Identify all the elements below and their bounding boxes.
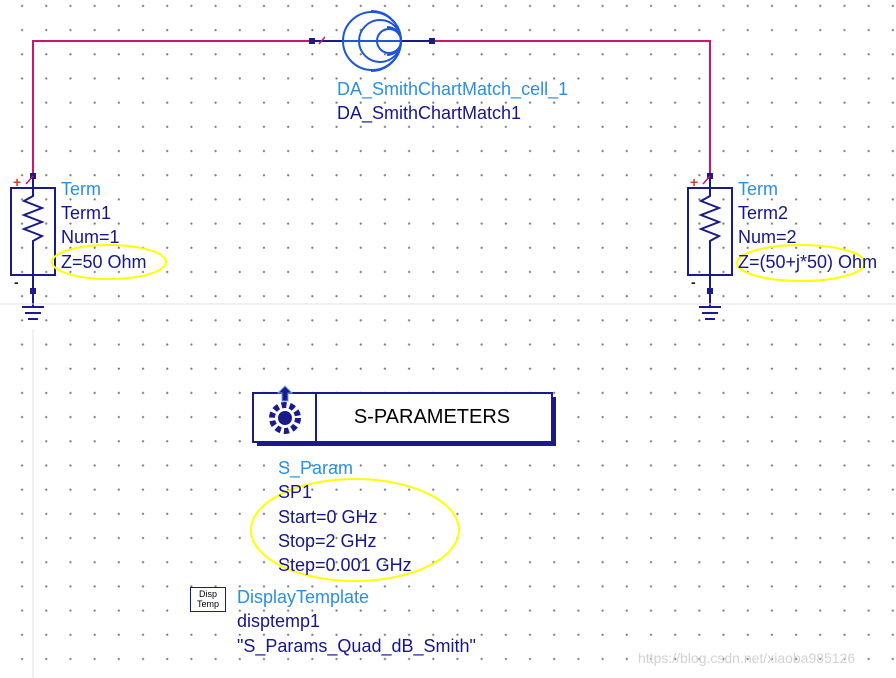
term1-plus-sign: + bbox=[13, 174, 22, 190]
highlight-term1-z bbox=[51, 244, 167, 280]
term1-symbol[interactable] bbox=[10, 173, 56, 320]
sparam-type-label[interactable]: S_Param bbox=[278, 458, 354, 478]
term2-name-label[interactable]: Term2 bbox=[738, 203, 789, 223]
sparam-block[interactable] bbox=[252, 392, 556, 446]
term1-minus-sign: - bbox=[14, 274, 19, 290]
gear-icon bbox=[269, 385, 301, 434]
term2-plus-sign: + bbox=[690, 174, 699, 190]
display-template-name-label[interactable]: disptemp1 bbox=[237, 611, 321, 631]
term1-type-label[interactable]: Term bbox=[61, 179, 101, 199]
term1-name-label[interactable]: Term1 bbox=[61, 203, 112, 223]
term1-num-label[interactable]: Num=1 bbox=[61, 227, 120, 247]
disp-icon-line1: Disp bbox=[198, 589, 217, 599]
highlight-sparam-sweep bbox=[250, 478, 460, 582]
watermark-text: https://blog.csdn.net/xiaoba985126 bbox=[638, 650, 856, 666]
display-template-value-label[interactable]: "S_Params_Quad_dB_Smith" bbox=[237, 636, 476, 656]
sparam-stop-label[interactable]: Stop=2 GHz bbox=[278, 531, 377, 551]
sparam-name-label[interactable]: SP1 bbox=[278, 482, 313, 502]
display-template-type-label[interactable]: DisplayTemplate bbox=[237, 587, 370, 607]
wire-right[interactable] bbox=[432, 40, 711, 176]
smith-name-label[interactable]: DA_SmithChartMatch1 bbox=[337, 103, 522, 123]
term2-impedance-label[interactable]: Z=(50+j*50) Ohm bbox=[738, 252, 878, 272]
wire-left[interactable] bbox=[32, 40, 312, 176]
term2-num-label[interactable]: Num=2 bbox=[738, 227, 797, 247]
display-template-icon[interactable]: Disp Temp bbox=[190, 587, 226, 612]
highlight-term2-z bbox=[736, 244, 866, 282]
term2-type-label[interactable]: Term bbox=[738, 179, 778, 199]
smith-chart-match-icon[interactable] bbox=[342, 10, 402, 72]
sparam-step-label[interactable]: Step=0.001 GHz bbox=[278, 555, 412, 575]
term1-impedance-label[interactable]: Z=50 Ohm bbox=[61, 252, 147, 272]
smith-instance-label[interactable]: DA_SmithChartMatch_cell_1 bbox=[337, 79, 569, 99]
sparam-title: S-PARAMETERS bbox=[353, 406, 511, 428]
term2-symbol[interactable] bbox=[687, 173, 733, 320]
disp-icon-line2: Temp bbox=[196, 599, 219, 609]
sparam-start-label[interactable]: Start=0 GHz bbox=[278, 507, 378, 527]
term2-minus-sign: - bbox=[691, 274, 696, 290]
